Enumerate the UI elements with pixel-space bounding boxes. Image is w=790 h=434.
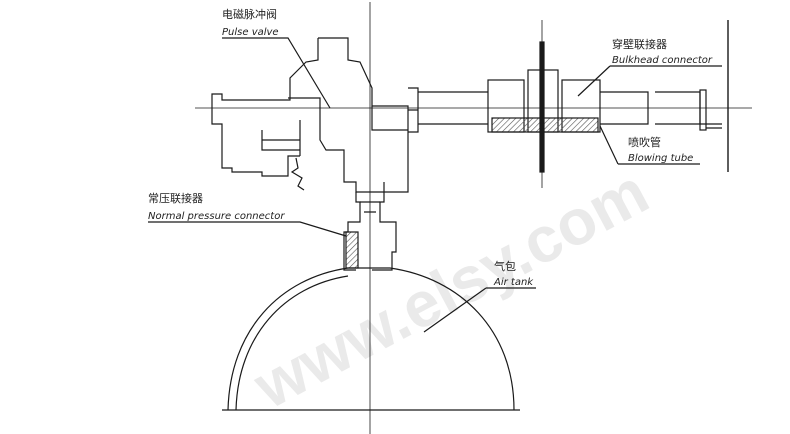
- valve-outlet-flange: [371, 87, 419, 133]
- pulse-valve-inner: [261, 97, 384, 193]
- drawing-lines: [148, 2, 752, 434]
- connector-hatch: [345, 231, 359, 269]
- tube-end-bracket: [699, 89, 707, 131]
- air-tank-dome: [227, 267, 515, 411]
- normal-pressure-connector: [343, 192, 397, 271]
- label-normal-en: Normal pressure connector: [148, 211, 285, 222]
- solenoid-wire: [290, 157, 305, 191]
- leader-blowing-tube: [599, 125, 700, 165]
- watermark-text: www.elsy.com: [242, 155, 660, 423]
- label-bulkhead-cn: 穿壁联接器: [612, 37, 667, 51]
- label-tank-cn: 气包: [494, 259, 516, 273]
- label-tank-en: Air tank: [493, 277, 534, 288]
- bulkhead-hatch-block: [491, 117, 599, 133]
- leader-pulse-valve: [222, 37, 331, 109]
- air-tank-inner-wall: [235, 275, 349, 411]
- leader-bulkhead: [577, 65, 722, 97]
- label-bulkhead-en: Bulkhead connector: [612, 55, 713, 66]
- label-normal-cn: 常压联接器: [148, 192, 203, 205]
- pulse-valve-body: [211, 37, 409, 193]
- label-pulse-valve-en: Pulse valve: [222, 27, 279, 38]
- leader-normal-pressure: [148, 221, 347, 237]
- leader-air-tank: [423, 287, 536, 333]
- label-pulse-valve-cn: 电磁脉冲阀: [222, 7, 277, 21]
- label-blowing-cn: 喷吹管: [628, 135, 661, 149]
- blowing-tube: [418, 91, 701, 125]
- label-blowing-en: Blowing tube: [628, 153, 693, 164]
